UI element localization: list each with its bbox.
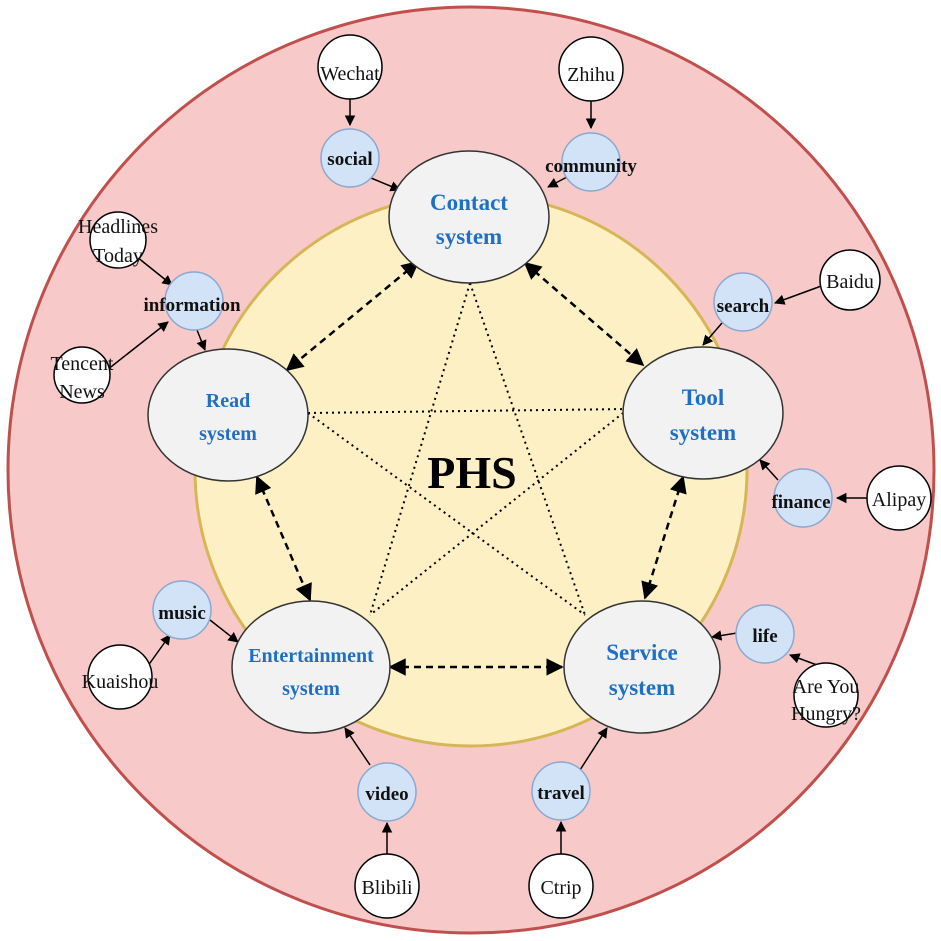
category-travel-label: travel [537, 783, 584, 804]
read-system[interactable]: Read system [147, 348, 309, 482]
app-tencent-news-label-2: News [59, 381, 105, 403]
service-system-label-2: system [609, 675, 675, 700]
category-music[interactable]: music [152, 580, 212, 640]
category-video[interactable]: video [357, 762, 417, 822]
system-connections [255, 260, 687, 676]
app-kuaishou-label: Kuaishou [82, 671, 159, 693]
app-are-you-hungry[interactable]: Are You Hungry? [791, 662, 861, 728]
app-tencent-news-label-1: Tencent [50, 353, 113, 375]
category-travel[interactable]: travel [531, 761, 591, 821]
app-wechat[interactable]: Wechat [317, 34, 383, 100]
category-finance-label: finance [771, 492, 830, 513]
app-headlines-today[interactable]: Headlines Today [78, 211, 158, 269]
app-are-you-hungry-label-2: Hungry? [791, 703, 861, 725]
category-life[interactable]: life [735, 604, 795, 664]
app-tencent-news[interactable]: Tencent News [50, 346, 114, 404]
app-alipay[interactable]: Alipay [866, 465, 932, 531]
category-life-label: life [752, 626, 777, 647]
contact-system-label-1: Contact [430, 190, 508, 215]
entertainment-system[interactable]: Entertainment system [231, 600, 391, 734]
read-system-label-1: Read [206, 390, 250, 412]
app-ctrip[interactable]: Ctrip [528, 853, 594, 919]
service-system[interactable]: Service system [563, 600, 721, 734]
app-blibili-label: Blibili [361, 877, 413, 899]
read-system-label-2: system [199, 423, 257, 445]
category-finance[interactable]: finance [771, 468, 833, 528]
category-music-label: music [158, 603, 206, 624]
category-community[interactable]: community [545, 132, 637, 192]
category-community-label: community [545, 156, 637, 177]
app-zhihu[interactable]: Zhihu [558, 36, 624, 102]
entertainment-system-label-2: system [282, 678, 340, 700]
category-search-label: search [717, 296, 770, 317]
app-ctrip-label: Ctrip [540, 877, 581, 899]
app-baidu-label: Baidu [826, 271, 874, 293]
category-information[interactable]: information [143, 271, 241, 331]
tool-system-label-2: system [670, 420, 736, 445]
contact-system-label-2: system [436, 224, 502, 249]
app-kuaishou[interactable]: Kuaishou [82, 644, 159, 710]
tool-system-label-1: Tool [682, 385, 725, 410]
category-social-label: social [327, 149, 372, 170]
contact-system[interactable]: Contact system [388, 150, 550, 284]
category-video-label: video [365, 784, 408, 805]
app-headlines-today-label-1: Headlines [78, 216, 158, 238]
center-label: PHS [427, 447, 516, 498]
app-wechat-label: Wechat [320, 63, 380, 85]
category-search[interactable]: search [713, 272, 773, 332]
tool-system[interactable]: Tool system [622, 346, 784, 480]
app-are-you-hungry-label-1: Are You [793, 676, 860, 698]
app-zhihu-label: Zhihu [567, 64, 615, 86]
entertainment-system-label-1: Entertainment [248, 645, 374, 667]
app-headlines-today-label-2: Today [93, 245, 143, 267]
category-social[interactable]: social [320, 128, 380, 188]
app-blibili[interactable]: Blibili [354, 853, 420, 919]
app-alipay-label: Alipay [872, 489, 926, 511]
feed-arrows [106, 99, 867, 860]
app-baidu[interactable]: Baidu [819, 249, 881, 311]
category-information-label: information [143, 295, 241, 316]
pentagram-lines [307, 282, 629, 616]
service-system-label-1: Service [606, 640, 678, 665]
